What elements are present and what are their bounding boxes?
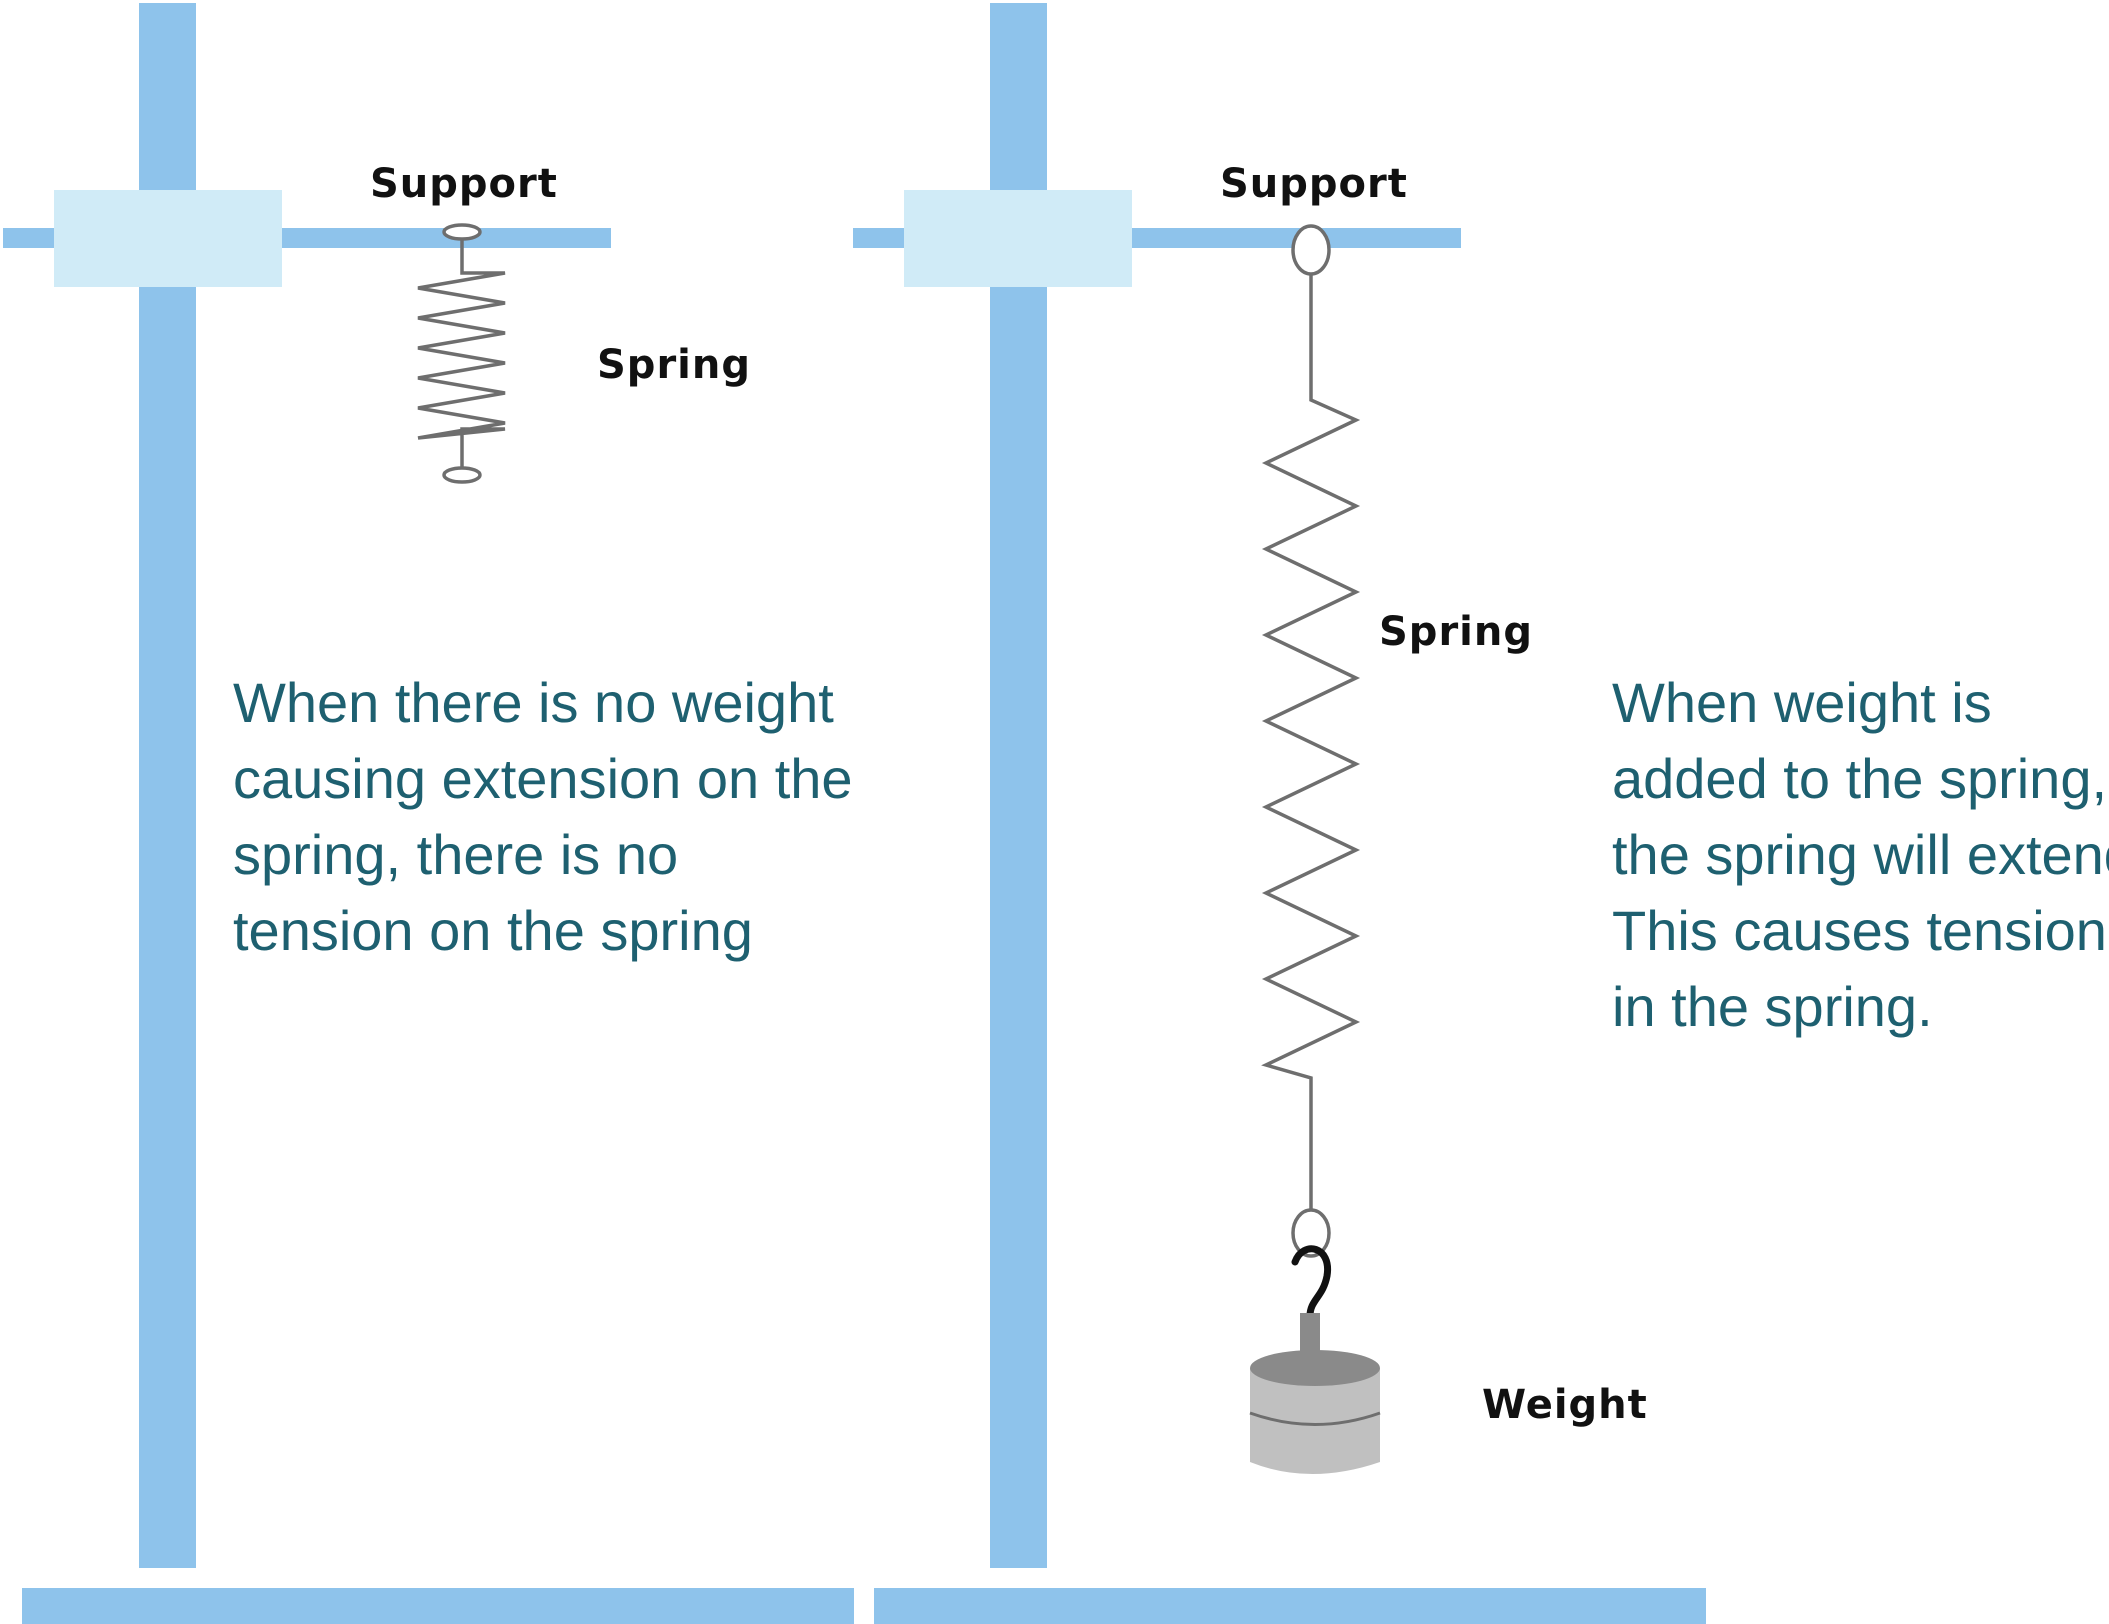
left-description-line: tension on the spring bbox=[233, 899, 753, 962]
weight-band bbox=[1249, 1411, 1381, 1426]
right-spring-top-loop bbox=[1291, 224, 1331, 276]
weight-top bbox=[1250, 1350, 1380, 1386]
weight-body bbox=[1250, 1368, 1380, 1474]
left-spring-label: Spring bbox=[597, 342, 751, 388]
right-support-label: Support bbox=[1220, 161, 1408, 207]
left-support-label: Support bbox=[370, 161, 558, 207]
right-spring-coil bbox=[1261, 274, 1361, 1210]
right-description-line: This causes tension bbox=[1612, 899, 2107, 962]
left-description-line: causing extension on the bbox=[233, 747, 853, 810]
left-spring bbox=[417, 223, 506, 484]
right-spring-label: Spring bbox=[1379, 609, 1533, 655]
hook-icon bbox=[1291, 1245, 1332, 1320]
left-stand-base bbox=[22, 1588, 854, 1624]
left-spring-top-loop bbox=[442, 223, 482, 241]
right-stand-base bbox=[874, 1588, 1706, 1624]
left-stand bbox=[3, 3, 854, 1624]
weight-icon bbox=[1249, 1313, 1381, 1474]
left-spring-bottom-loop bbox=[442, 466, 482, 484]
right-stand-clamp bbox=[904, 190, 1132, 287]
right-spring bbox=[1261, 224, 1361, 1258]
right-spring-bottom-loop bbox=[1291, 1208, 1331, 1258]
left-description-line: spring, there is no bbox=[233, 823, 678, 886]
left-description-line: When there is no weight bbox=[233, 671, 834, 734]
right-stand bbox=[853, 3, 1706, 1624]
right-description-line: the spring will extend. bbox=[1612, 823, 2109, 886]
right-description-line: in the spring. bbox=[1612, 975, 1933, 1038]
left-description: When there is no weight causing extensio… bbox=[233, 671, 868, 962]
weight-stem bbox=[1300, 1313, 1320, 1353]
right-description-line: When weight is bbox=[1612, 671, 1992, 734]
left-spring-coil bbox=[417, 239, 506, 468]
right-description: When weight is added to the spring, the … bbox=[1612, 671, 2109, 1038]
right-description-line: added to the spring, bbox=[1612, 747, 2107, 810]
left-stand-clamp bbox=[54, 190, 282, 287]
weight-label: Weight bbox=[1482, 1382, 1648, 1428]
